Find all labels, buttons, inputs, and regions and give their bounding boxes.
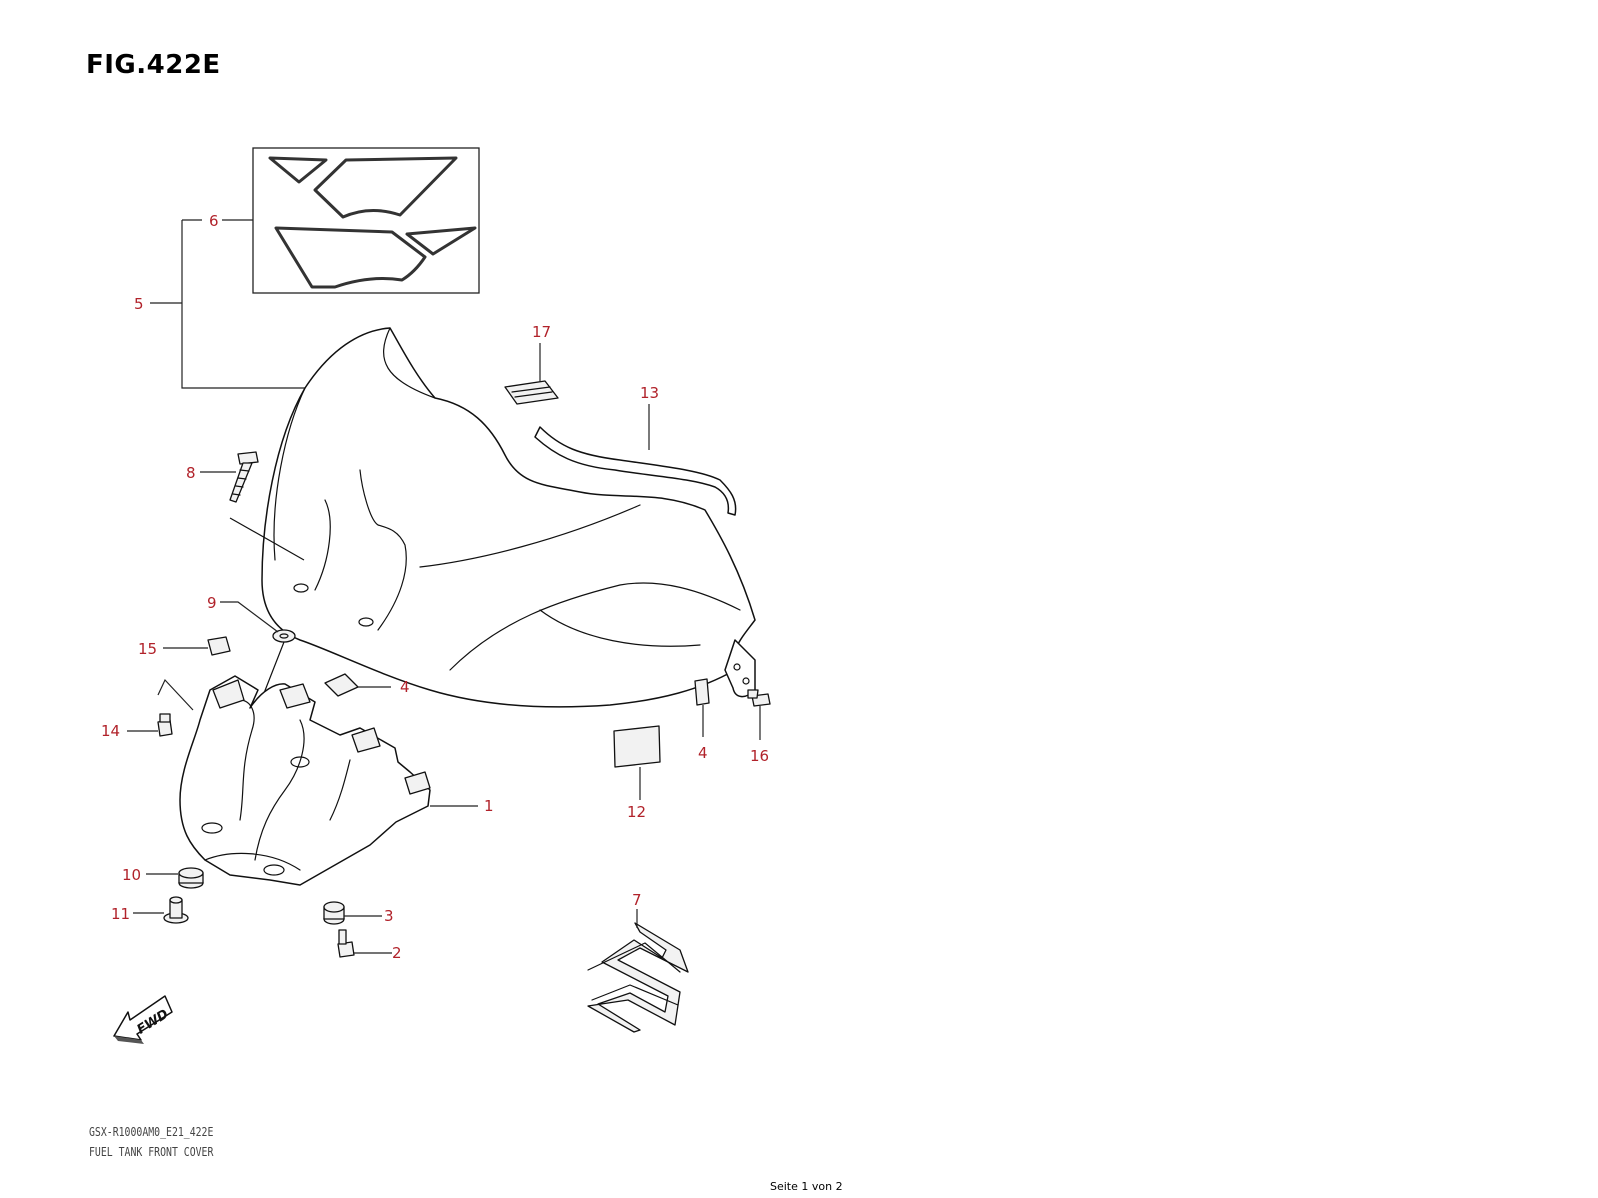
grommet-10 xyxy=(178,867,204,889)
callout-17: 17 xyxy=(532,323,551,341)
callout-11: 11 xyxy=(111,905,130,923)
suzuki-emblem xyxy=(587,922,689,1033)
callout-5: 5 xyxy=(134,295,144,313)
forward-arrow-icon: FWD xyxy=(113,995,173,1044)
bolt-8 xyxy=(229,451,259,503)
lower-cover-1 xyxy=(179,675,431,886)
figure-title: FIG.422E xyxy=(86,50,221,80)
callout-4a: 4 xyxy=(400,678,410,696)
model-code: GSX-R1000AM0_E21_422E xyxy=(89,1125,214,1139)
tank-front-cover xyxy=(261,327,756,708)
decal-sheet xyxy=(252,147,480,294)
callout-7: 7 xyxy=(632,891,642,909)
callout-2: 2 xyxy=(392,944,402,962)
callout-12: 12 xyxy=(627,803,646,821)
callout-3: 3 xyxy=(384,907,394,925)
callout-4b: 4 xyxy=(698,744,708,762)
figure-description: FUEL TANK FRONT COVER xyxy=(89,1145,214,1159)
page-indicator: Seite 1 von 2 xyxy=(770,1180,843,1193)
callout-9: 9 xyxy=(207,594,217,612)
callout-8: 8 xyxy=(186,464,196,482)
callout-1: 1 xyxy=(484,797,494,815)
callout-10: 10 xyxy=(122,866,141,884)
callout-16: 16 xyxy=(750,747,769,765)
callout-14: 14 xyxy=(101,722,120,740)
callout-13: 13 xyxy=(640,384,659,402)
callout-6: 6 xyxy=(209,212,219,230)
callout-15: 15 xyxy=(138,640,157,658)
